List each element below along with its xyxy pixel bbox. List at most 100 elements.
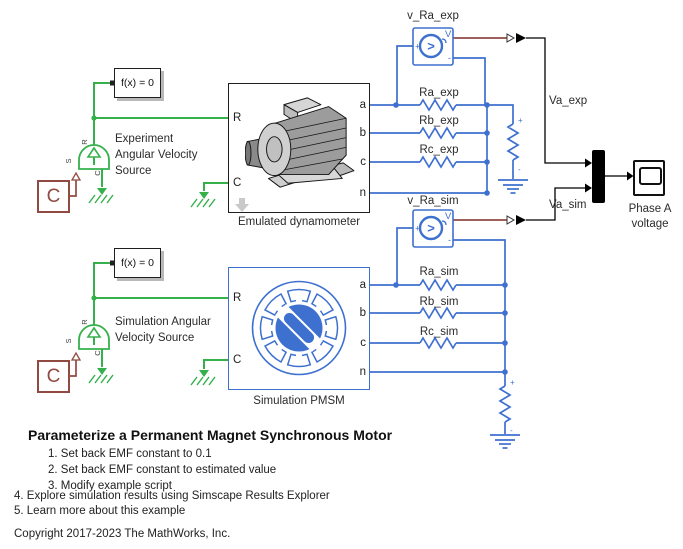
stator-segments (259, 288, 339, 368)
solver-configuration-block-sim[interactable]: f(x) = 0 (114, 248, 161, 278)
ps-output-arrow (506, 215, 516, 225)
port-n: n (359, 187, 366, 199)
doc-step-3[interactable]: 3. Modify example script (48, 480, 172, 492)
doc-step-2[interactable]: 2. Set back EMF constant to estimated va… (48, 464, 277, 476)
controller-label: C (46, 185, 61, 207)
controller-label: C (46, 365, 61, 387)
resistor-shunt-exp[interactable] (507, 123, 519, 161)
resistor-label-rb-sim: Rb_sim (419, 296, 459, 308)
solver-label: f(x) = 0 (121, 257, 154, 269)
wire-physical-signals[interactable] (70, 37, 507, 377)
resistor-label-ra-sim: Ra_sim (419, 266, 459, 278)
resistor-rc-sim[interactable] (419, 337, 457, 349)
port-n: n (359, 366, 366, 378)
source-port-c: C (93, 350, 102, 356)
resistor-label-rc-exp: Rc_exp (419, 144, 459, 156)
wire-experiment-mech[interactable] (93, 82, 228, 191)
experiment-angular-velocity-source-block[interactable] (78, 144, 110, 170)
simulation-source-caption-line2: Velocity Source (115, 332, 195, 344)
solver-label: f(x) = 0 (121, 77, 154, 89)
junction-dot (91, 115, 97, 121)
source-port-r: R (80, 139, 89, 145)
junction-dots-sim (393, 282, 508, 375)
port-b: b (359, 307, 366, 319)
dynamometer-caption: Emulated dynamometer (237, 216, 361, 228)
scope-caption-line1: Phase A (628, 203, 672, 215)
port-a: a (359, 279, 366, 291)
ps-input-arrow (70, 351, 82, 361)
controller-block-sim[interactable]: C (37, 360, 70, 393)
scope-block[interactable] (633, 160, 665, 196)
voltage-sensor-exp[interactable] (411, 26, 455, 67)
electrical-ground-icon[interactable] (497, 179, 529, 194)
mux-block[interactable] (592, 150, 605, 203)
mech-ground-icon[interactable] (88, 367, 114, 384)
voltage-sensor-sim[interactable] (411, 208, 455, 249)
source-port-r: R (80, 319, 89, 325)
signal-start-arrow (516, 33, 526, 43)
signal-label-va-exp: Va_exp (549, 95, 588, 107)
mux-input-arrow (585, 183, 592, 193)
resistor-ra-exp[interactable] (419, 99, 457, 111)
ps-input-arrow (70, 171, 82, 181)
source-port-c: C (93, 170, 102, 176)
pmsm-caption: Simulation PMSM (253, 395, 345, 407)
doc-step-5[interactable]: 5. Learn more about this example (14, 505, 186, 517)
port-c: c (360, 156, 366, 168)
simulation-pmsm-block[interactable]: R C a b c n (228, 267, 370, 390)
signal-label-va-sim: Va_sim (549, 199, 587, 211)
copyright-text: Copyright 2017-2023 The MathWorks, Inc. (14, 528, 231, 540)
resistor-label-ra-exp: Ra_exp (419, 87, 459, 99)
wire-simulation-mech[interactable] (93, 262, 228, 369)
shunt-minus: - (510, 426, 513, 435)
resistor-label-rc-sim: Rc_sim (419, 326, 459, 338)
doc-step-1[interactable]: 1. Set back EMF constant to 0.1 (48, 448, 212, 460)
source-port-s: S (64, 338, 73, 344)
port-C: C (233, 354, 242, 366)
port-R: R (233, 112, 242, 124)
ps-output-arrow (506, 33, 516, 43)
junction-dot (91, 295, 97, 301)
model-title: Parameterize a Permanent Magnet Synchron… (28, 427, 393, 443)
electrical-ground-icon[interactable] (489, 434, 521, 449)
simulation-angular-velocity-source-block[interactable] (78, 324, 110, 350)
wire-signal-black[interactable] (526, 37, 627, 221)
scope-screen-icon (639, 167, 662, 185)
resistor-rb-sim[interactable] (419, 307, 457, 319)
port-R: R (233, 292, 242, 304)
port-b: b (359, 127, 366, 139)
mech-ground-icon[interactable] (88, 187, 114, 204)
experiment-source-caption-line3: Source (115, 165, 152, 177)
controller-block-exp[interactable]: C (37, 180, 70, 213)
signal-start-arrow (516, 215, 526, 225)
doc-step-4[interactable]: 4. Explore simulation results using Sims… (14, 490, 330, 502)
pmsm-motor-icon (251, 280, 347, 376)
simulation-source-caption-line1: Simulation Angular (115, 316, 211, 328)
resistor-label-rb-exp: Rb_exp (419, 115, 459, 127)
look-under-mask-arrow-icon[interactable] (234, 197, 250, 213)
resistor-shunt-sim[interactable] (499, 385, 511, 423)
wire-experiment-electrical[interactable] (370, 45, 514, 194)
resistor-ra-sim[interactable] (419, 279, 457, 291)
port-C: C (233, 177, 242, 189)
mech-ground-icon[interactable] (190, 191, 216, 208)
solver-port-nub (110, 80, 114, 86)
sensor-sim-caption: v_Ra_sim (407, 195, 459, 207)
resistor-rb-exp[interactable] (419, 127, 457, 139)
scope-input-arrow (627, 171, 634, 181)
solver-configuration-block-exp[interactable]: f(x) = 0 (114, 68, 161, 98)
port-c: c (360, 337, 366, 349)
scope-caption-line2: voltage (631, 218, 669, 230)
resistor-rc-exp[interactable] (419, 156, 457, 168)
mux-input-arrow (585, 158, 592, 168)
source-port-s: S (64, 158, 73, 164)
mech-ground-icon[interactable] (190, 369, 216, 386)
experiment-source-caption-line1: Experiment (115, 133, 174, 145)
experiment-source-caption-line2: Angular Velocity (115, 149, 198, 161)
motor-image (245, 97, 355, 188)
emulated-dynamometer-block[interactable]: R C a b c n (228, 83, 370, 213)
port-a: a (359, 99, 366, 111)
shunt-plus: + (510, 378, 515, 387)
shunt-minus: - (518, 165, 521, 174)
